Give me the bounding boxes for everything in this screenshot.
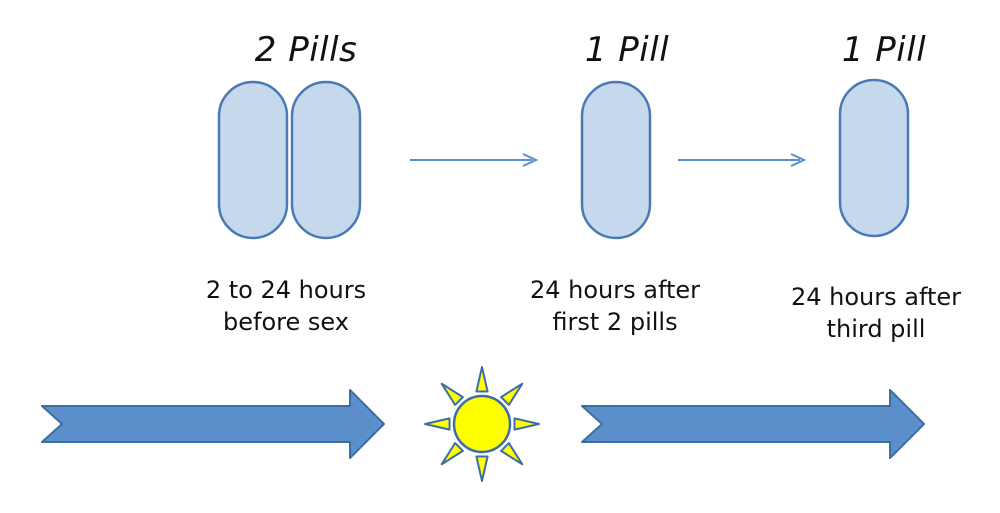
step-2-caption-line-1: 24 hours after <box>529 276 701 304</box>
step-1-title: 2 Pills <box>254 30 358 70</box>
step-3-caption-line-2: third pill <box>826 315 926 343</box>
sun-ray <box>475 455 489 482</box>
step-1-caption: 2 to 24 hours before sex <box>206 274 366 338</box>
sun-ray <box>475 366 489 393</box>
pill-step-3 <box>838 78 910 238</box>
sun-ray <box>500 382 524 406</box>
sun-icon <box>424 366 540 482</box>
step-3-caption: 24 hours after third pill <box>791 281 961 345</box>
pill-step-1-a <box>217 80 289 240</box>
step-2-title: 1 Pill <box>584 30 670 70</box>
pill-step-1-b <box>290 80 362 240</box>
step-1-caption-line-1: 2 to 24 hours <box>205 276 367 304</box>
timeline-arrow-right <box>581 389 925 459</box>
step-1-caption-line-2: before sex <box>223 308 349 336</box>
sun-ray <box>440 382 464 406</box>
sun-ray <box>513 417 540 431</box>
pill-group-step-3 <box>838 78 910 238</box>
pill-step-2 <box>580 80 652 240</box>
step-2-caption-line-2: first 2 pills <box>552 308 678 336</box>
step-3-title: 1 Pill <box>841 30 927 70</box>
connector-arrow-1 <box>410 153 539 167</box>
pill-group-step-1 <box>217 80 362 240</box>
sun-ray <box>440 442 464 466</box>
connector-arrow-2 <box>678 153 807 167</box>
step-2-caption: 24 hours after first 2 pills <box>530 274 700 338</box>
sun-ray <box>500 442 524 466</box>
sun-ray <box>424 417 451 431</box>
pill-group-step-2 <box>580 80 652 240</box>
timeline-arrow-left <box>41 389 385 459</box>
step-3-caption-line-1: 24 hours after <box>790 283 962 311</box>
